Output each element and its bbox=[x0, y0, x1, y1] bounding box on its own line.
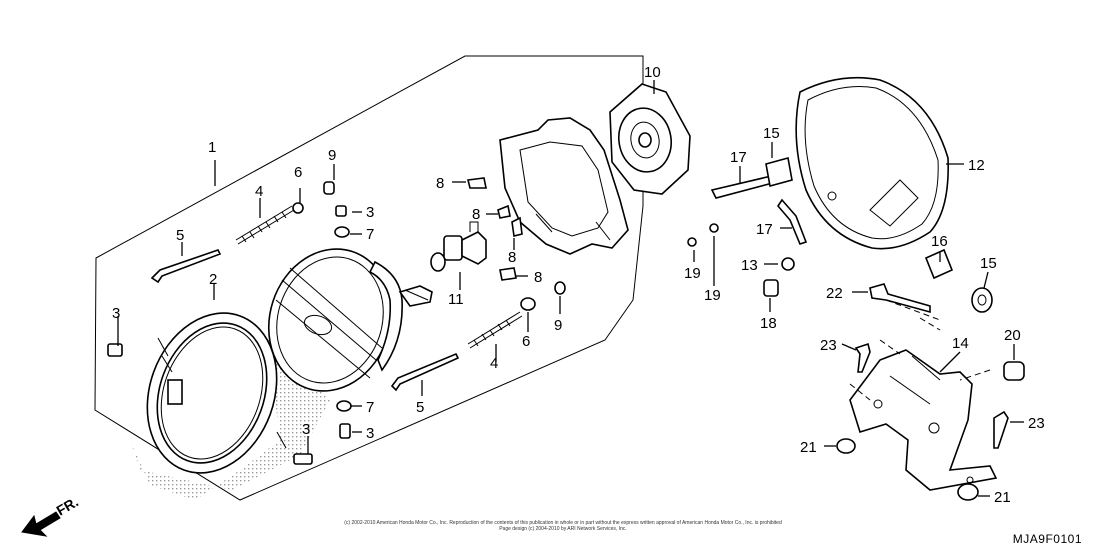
callout-3: 3 bbox=[112, 305, 120, 322]
callout-23: 23 bbox=[1028, 415, 1045, 432]
copyright-line-2: Page design (c) 2004-2010 by ARI Network… bbox=[499, 526, 627, 532]
callout-3: 3 bbox=[366, 204, 374, 221]
bolt-5-upper bbox=[150, 249, 222, 284]
callout-6: 6 bbox=[522, 333, 530, 350]
callout-16: 16 bbox=[931, 233, 948, 250]
callout-4: 4 bbox=[255, 183, 263, 200]
callout-19: 19 bbox=[684, 265, 701, 282]
callout-1: 1 bbox=[208, 139, 216, 156]
callout-labels: 1 2 3 3 3 3 4 4 5 5 6 6 7 7 8 8 8 8 9 9 … bbox=[112, 64, 1045, 506]
callout-9: 9 bbox=[554, 317, 562, 334]
assembly-group-outline bbox=[94, 55, 644, 501]
bolt-5-lower bbox=[390, 352, 460, 392]
headlight-rim-part bbox=[146, 312, 287, 474]
callout-14: 14 bbox=[952, 335, 969, 352]
callout-8: 8 bbox=[508, 249, 516, 266]
callout-18: 18 bbox=[760, 315, 777, 332]
callout-17: 17 bbox=[730, 149, 747, 166]
mounting-bracket-part bbox=[849, 349, 998, 491]
callout-22: 22 bbox=[826, 285, 843, 302]
callout-2: 2 bbox=[209, 271, 217, 288]
callout-20: 20 bbox=[1004, 327, 1021, 344]
callout-21: 21 bbox=[994, 489, 1011, 506]
callout-11: 11 bbox=[448, 291, 464, 308]
spring-4-lower bbox=[467, 311, 523, 349]
callout-23: 23 bbox=[820, 337, 837, 354]
callout-19: 19 bbox=[704, 287, 721, 304]
callout-9: 9 bbox=[328, 147, 336, 164]
front-direction-arrow-icon: FR. bbox=[21, 493, 81, 537]
headlight-unit-part bbox=[267, 248, 433, 392]
callout-15: 15 bbox=[763, 125, 780, 142]
headlight-case-part bbox=[499, 117, 629, 255]
diagram-code: MJA9F0101 bbox=[1012, 532, 1082, 546]
callout-17: 17 bbox=[756, 221, 773, 238]
callout-13: 13 bbox=[741, 257, 758, 274]
callout-5: 5 bbox=[176, 227, 184, 244]
socket-part bbox=[609, 83, 691, 195]
assembly-lines bbox=[849, 299, 991, 401]
callout-7: 7 bbox=[366, 226, 374, 243]
callout-8: 8 bbox=[436, 175, 444, 192]
right-side-small-parts bbox=[687, 156, 1025, 501]
callout-15: 15 bbox=[980, 255, 997, 272]
headlight-shell-part bbox=[795, 76, 949, 250]
callout-3: 3 bbox=[302, 421, 310, 438]
callout-7: 7 bbox=[366, 399, 374, 416]
spring-4-upper bbox=[235, 205, 295, 245]
callout-10: 10 bbox=[644, 64, 661, 81]
headlight-bulb-part bbox=[430, 221, 487, 272]
callout-3: 3 bbox=[366, 425, 374, 442]
callout-5: 5 bbox=[416, 399, 424, 416]
callout-12: 12 bbox=[968, 157, 985, 174]
copyright-notice: (c) 2002-2010 American Honda Motor Co., … bbox=[318, 520, 808, 532]
callout-8: 8 bbox=[472, 206, 480, 223]
callout-4: 4 bbox=[490, 355, 498, 372]
callout-6: 6 bbox=[294, 164, 302, 181]
leader-lines bbox=[117, 80, 1024, 497]
copyright-line-1: (c) 2002-2010 American Honda Motor Co., … bbox=[344, 520, 782, 526]
callout-8: 8 bbox=[534, 269, 542, 286]
callout-21: 21 bbox=[800, 439, 817, 456]
